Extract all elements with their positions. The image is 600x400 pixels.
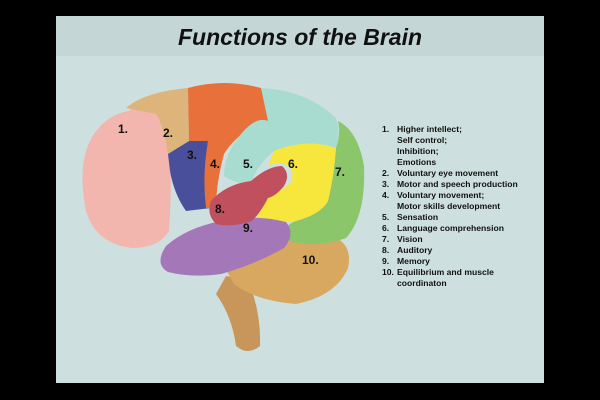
page-title: Functions of the Brain bbox=[177, 24, 423, 50]
legend-number: 4. bbox=[382, 190, 390, 200]
diagram-panel: Functions of the Brain 1. 2. 3. 4. 5. 6.… bbox=[56, 16, 544, 383]
legend-text: Self control; bbox=[397, 135, 448, 145]
legend-text: Voluntary eye movement bbox=[397, 168, 499, 178]
legend-number: 2. bbox=[382, 168, 390, 178]
region-8 bbox=[209, 166, 288, 226]
legend: 1. Higher intellect; Self control; Inhib… bbox=[382, 124, 542, 289]
region-10-cerebellum bbox=[224, 234, 350, 304]
legend-text: Sensation bbox=[397, 212, 439, 222]
legend-item-5: 5. Sensation bbox=[382, 212, 542, 223]
legend-text: Emotions bbox=[397, 157, 437, 167]
region-label-6: 6. bbox=[288, 157, 298, 171]
region-label-2: 2. bbox=[163, 126, 173, 140]
legend-text: Equilibrium and muscle bbox=[397, 267, 494, 277]
region-3 bbox=[168, 141, 211, 211]
brainstem bbox=[216, 276, 261, 351]
legend-text: coordinaton bbox=[397, 278, 447, 288]
region-5 bbox=[224, 88, 339, 184]
legend-item-7: 7. Vision bbox=[382, 234, 542, 245]
region-7 bbox=[284, 121, 365, 244]
legend-text: Vision bbox=[397, 234, 423, 244]
legend-item-9: 9. Memory bbox=[382, 256, 542, 267]
region-label-7: 7. bbox=[335, 165, 345, 179]
legend-text: Higher intellect; bbox=[397, 124, 462, 134]
legend-number: 9. bbox=[382, 256, 390, 266]
title-band bbox=[56, 16, 544, 56]
region-label-8: 8. bbox=[215, 202, 225, 216]
legend-item-4: 4. Voluntary movement; Motor skills deve… bbox=[382, 190, 542, 212]
region-label-4: 4. bbox=[210, 157, 220, 171]
legend-text: Inhibition; bbox=[397, 146, 439, 156]
legend-text: Memory bbox=[397, 256, 430, 266]
legend-number: 5. bbox=[382, 212, 390, 222]
legend-number: 6. bbox=[382, 223, 390, 233]
region-label-3: 3. bbox=[187, 148, 197, 162]
legend-number: 10. bbox=[382, 267, 394, 277]
region-9 bbox=[160, 217, 291, 276]
brain-diagram: 1. 2. 3. 4. 5. 6. 7. 8. 9. 10. bbox=[82, 83, 365, 351]
legend-text: Auditory bbox=[397, 245, 433, 255]
legend-item-2: 2. Voluntary eye movement bbox=[382, 168, 542, 179]
legend-text: Voluntary movement; bbox=[397, 190, 485, 200]
legend-text: Motor skills development bbox=[397, 201, 501, 211]
region-label-1: 1. bbox=[118, 122, 128, 136]
legend-number: 7. bbox=[382, 234, 390, 244]
legend-number: 1. bbox=[382, 124, 390, 134]
legend-item-8: 8. Auditory bbox=[382, 245, 542, 256]
region-label-10: 10. bbox=[302, 253, 319, 267]
legend-text: Language comprehension bbox=[397, 223, 504, 233]
region-label-9: 9. bbox=[243, 221, 253, 235]
legend-item-6: 6. Language comprehension bbox=[382, 223, 542, 234]
region-1 bbox=[82, 100, 174, 248]
legend-item-3: 3. Motor and speech production bbox=[382, 179, 542, 190]
region-4 bbox=[188, 83, 268, 208]
legend-item-10: 10. Equilibrium and muscle coordinaton bbox=[382, 267, 542, 289]
region-2 bbox=[126, 88, 189, 154]
legend-text: Motor and speech production bbox=[397, 179, 518, 189]
legend-item-1: 1. Higher intellect; Self control; Inhib… bbox=[382, 124, 542, 168]
legend-number: 8. bbox=[382, 245, 390, 255]
region-label-5: 5. bbox=[243, 157, 253, 171]
legend-number: 3. bbox=[382, 179, 390, 189]
region-6 bbox=[256, 143, 336, 223]
